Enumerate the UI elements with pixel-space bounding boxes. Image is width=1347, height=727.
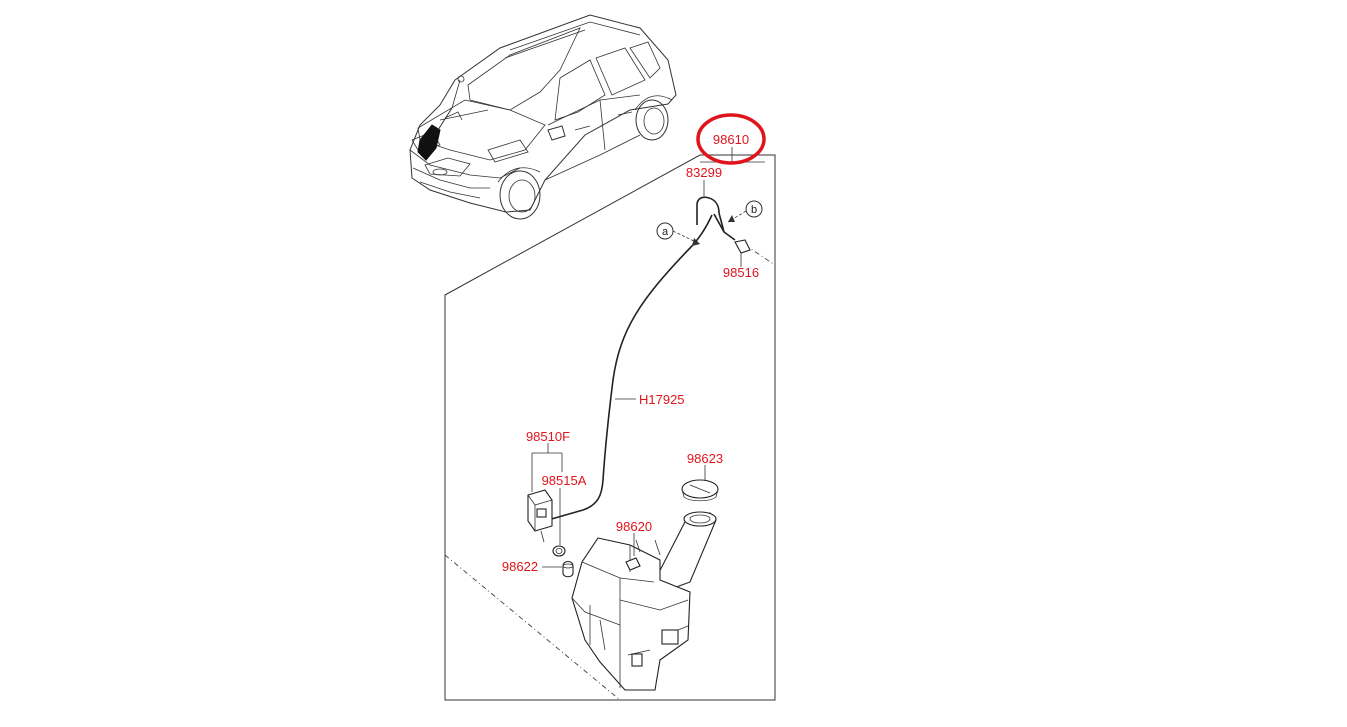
diagram-frame [444, 154, 776, 701]
ref-marker-a: a [656, 222, 701, 246]
hose-connector [696, 196, 725, 233]
svg-text:a: a [662, 226, 669, 238]
highlight-circle [696, 113, 766, 165]
washer-pump [527, 489, 553, 543]
washer-reservoir [571, 511, 717, 691]
leader-lines [531, 147, 765, 568]
ref-marker-b: b [727, 200, 763, 223]
grommet [562, 560, 574, 578]
pump-grommet [552, 545, 566, 557]
washer-nozzle [734, 239, 751, 262]
svg-text:b: b [751, 204, 757, 216]
car-illustration [409, 14, 677, 220]
label-H17925: H17925 [639, 392, 685, 407]
label-98515A: 98515A [542, 473, 587, 488]
label-98516: 98516 [723, 265, 759, 280]
label-98510F: 98510F [526, 429, 570, 444]
label-98623: 98623 [687, 451, 723, 466]
label-83299: 83299 [686, 165, 722, 180]
label-98610: 98610 [713, 132, 749, 147]
label-98622: 98622 [502, 559, 538, 574]
label-98620: 98620 [616, 519, 652, 534]
reservoir-cap [681, 479, 719, 502]
